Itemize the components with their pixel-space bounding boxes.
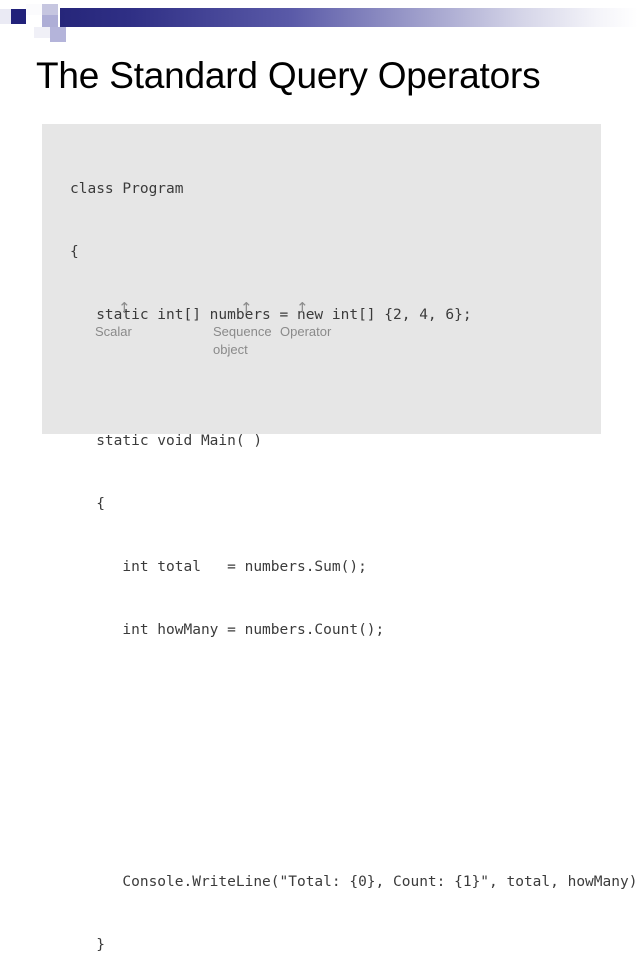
header-gradient-bar (60, 8, 638, 27)
decor-square-mid-upper (42, 4, 58, 15)
code-line-blank (70, 368, 638, 389)
annotation-label-operator: Operator (280, 324, 332, 339)
code-line: static void Main( ) (70, 433, 263, 449)
code-listing: class Program { static int[] numbers = n… (70, 137, 638, 956)
code-line: int howMany = numbers.Count(); (70, 622, 385, 638)
arrow-up-icon-operator: ↑ (296, 299, 309, 317)
decor-square-below (50, 27, 66, 42)
code-line-blank (70, 746, 638, 767)
code-line-blank (70, 683, 638, 704)
decor-square-mid-lower (42, 15, 58, 27)
annotation-label-sequence-second: object (213, 342, 248, 357)
code-line: class Program (70, 181, 184, 197)
arrow-up-icon-sequence: ↑ (240, 299, 253, 317)
code-line: { (70, 496, 105, 512)
code-line-blank (70, 809, 638, 830)
code-line: int total = numbers.Sum(); (70, 559, 367, 575)
decor-square-below-pale (34, 27, 50, 38)
decor-square-top-pale (26, 4, 42, 15)
code-block: class Program { static int[] numbers = n… (42, 124, 638, 953)
code-line: } (70, 937, 105, 953)
code-line: { (70, 244, 79, 260)
annotation-label-sequence: Sequence (213, 324, 272, 339)
decor-square-dark (11, 9, 26, 24)
code-line: Console.WriteLine("Total: {0}, Count: {1… (70, 874, 638, 890)
code-line: static int[] numbers = new int[] {2, 4, … (70, 307, 472, 323)
page-title: The Standard Query Operators (36, 55, 541, 96)
annotation-label-scalar: Scalar (95, 324, 132, 339)
decor-square-light-left (0, 9, 11, 24)
arrow-up-icon-scalar: ↑ (118, 299, 131, 317)
header-decoration (0, 0, 638, 48)
